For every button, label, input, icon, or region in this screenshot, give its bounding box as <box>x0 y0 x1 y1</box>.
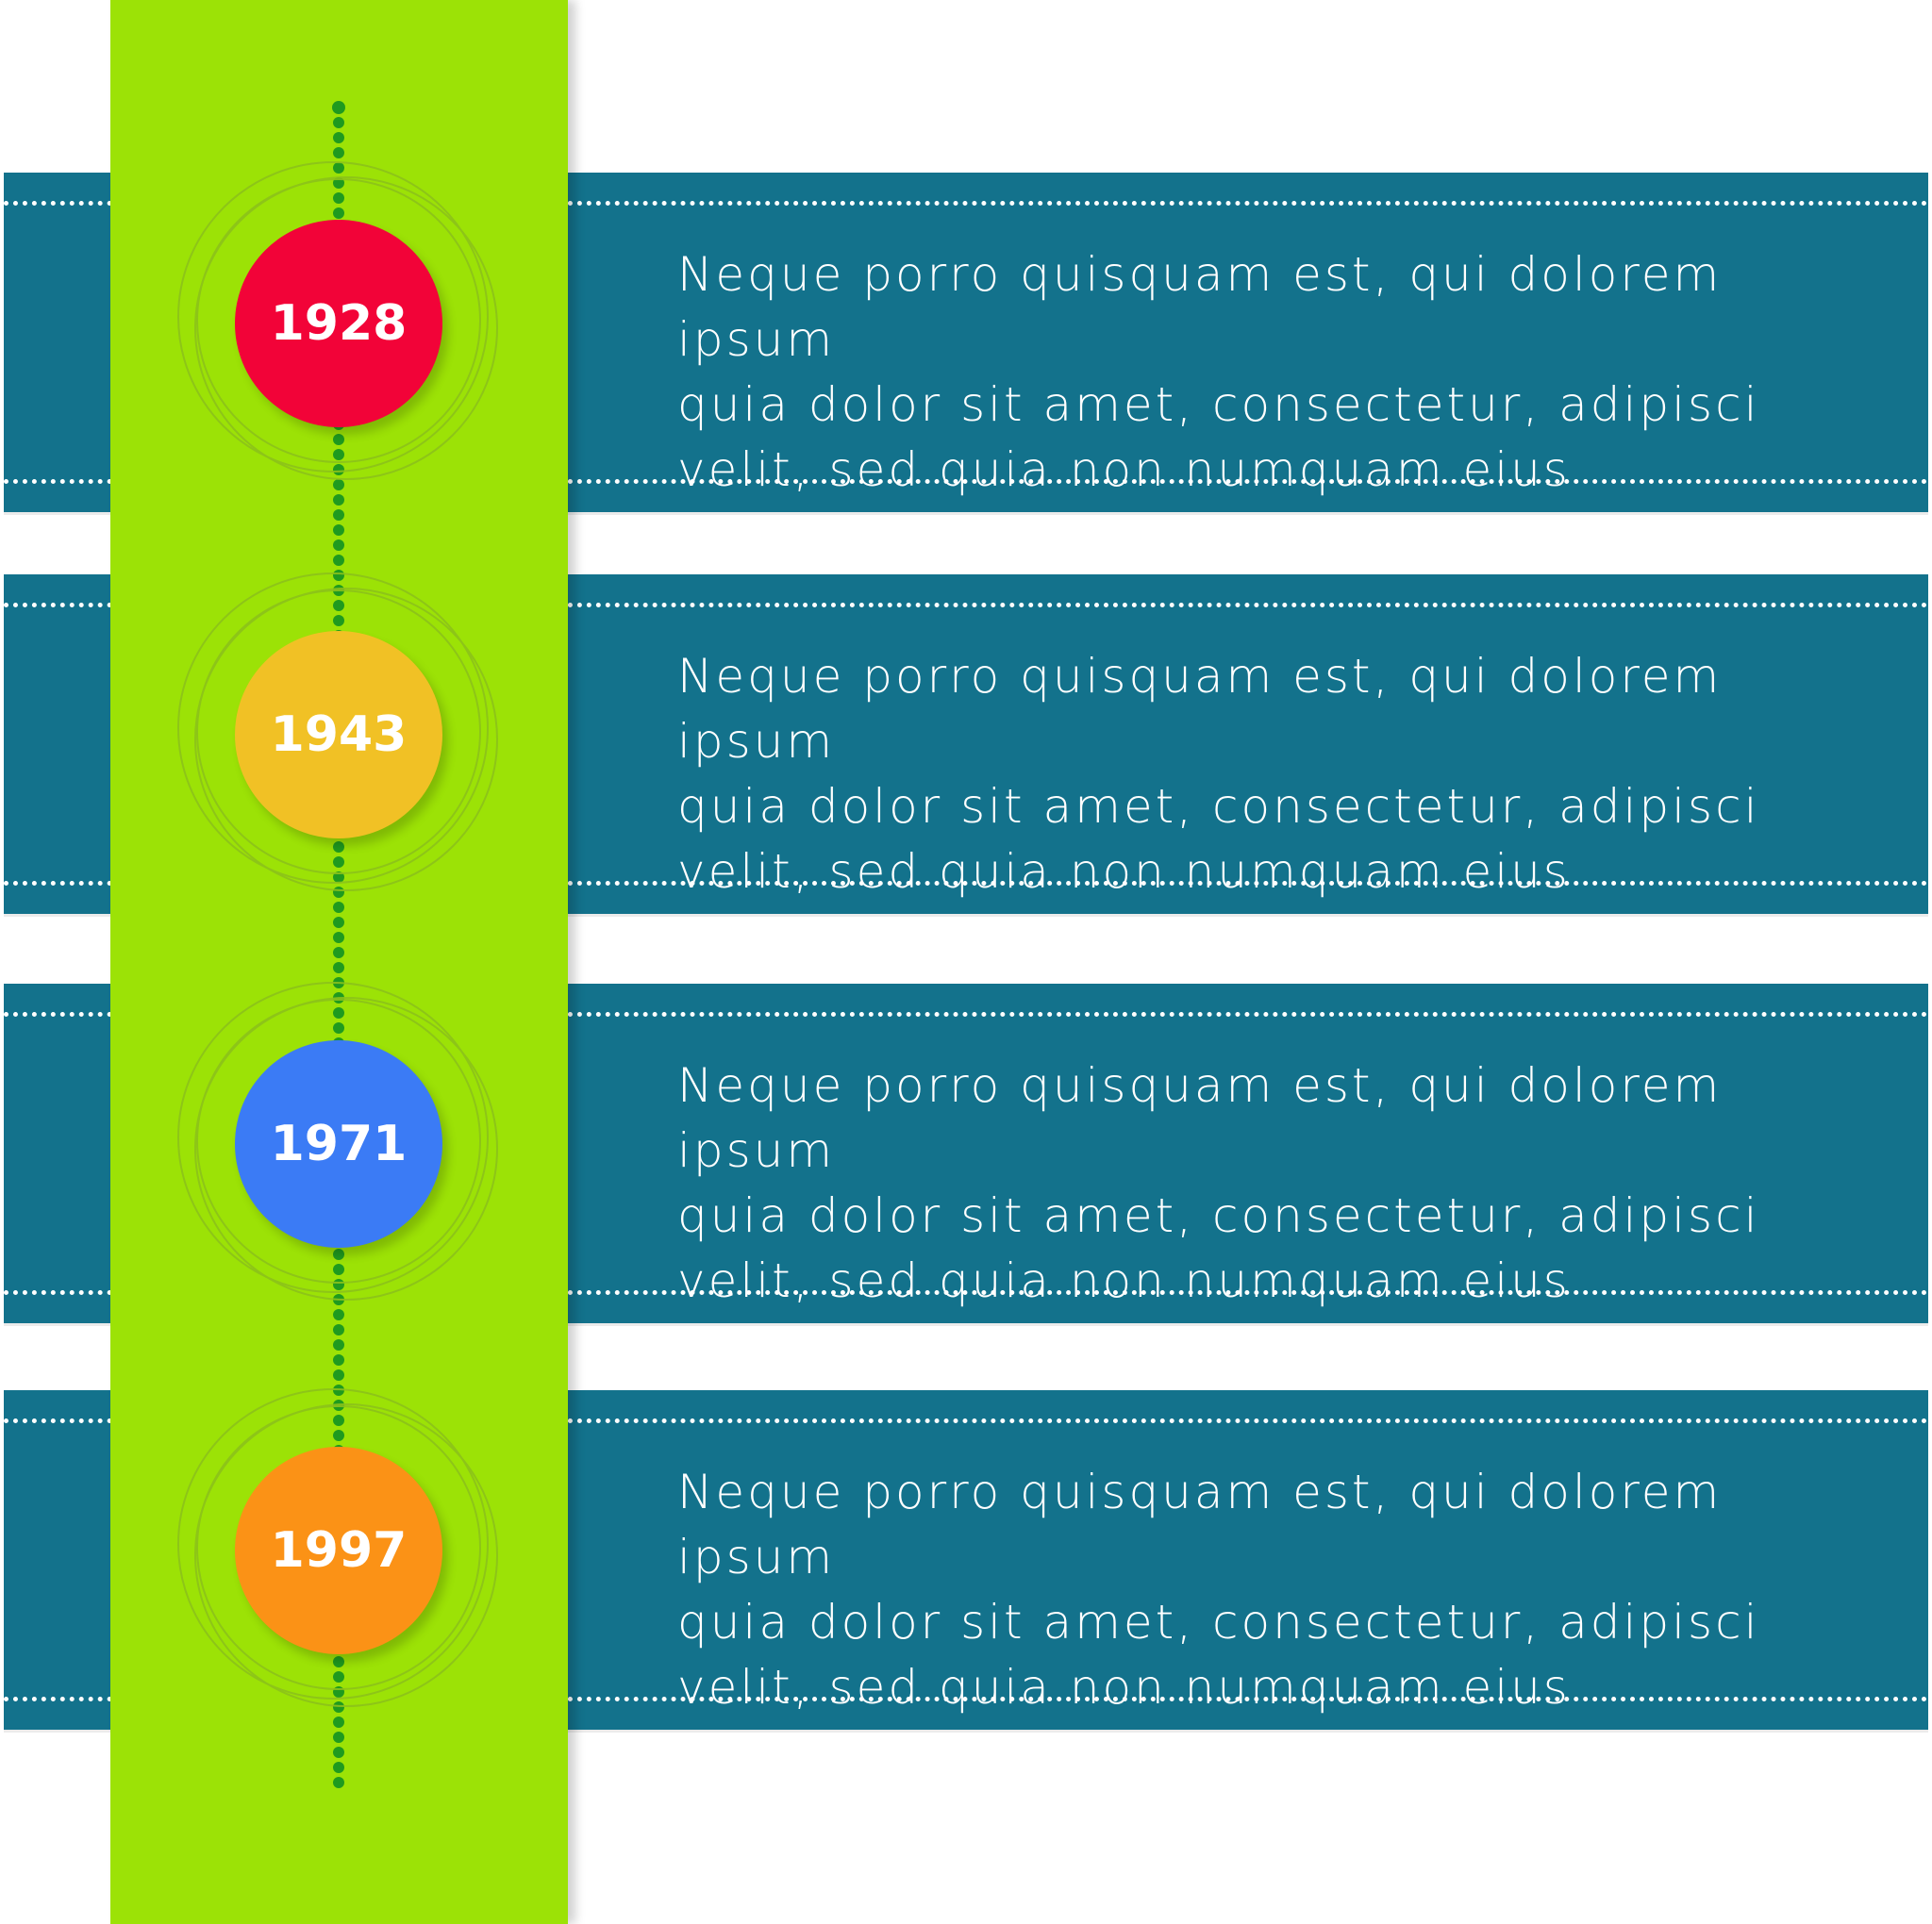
timeline-dot <box>333 147 344 158</box>
entry-text: Neque porro quisquam est, qui dolorem ip… <box>677 1058 1760 1308</box>
timeline-dot <box>333 1339 344 1351</box>
timeline-dot <box>333 841 344 853</box>
timeline-dot <box>333 1777 344 1788</box>
timeline-dot <box>333 1354 344 1366</box>
timeline-dot <box>333 192 344 204</box>
stitch-line-bottom <box>4 881 1928 886</box>
timeline-dot <box>333 932 344 943</box>
stitch-line-bottom <box>4 1290 1928 1295</box>
timeline-dot <box>333 615 344 626</box>
stitch-line-bottom <box>4 479 1928 484</box>
timeline-dot <box>333 1747 344 1758</box>
timeline-dot <box>333 132 344 143</box>
timeline-dot <box>333 600 344 611</box>
timeline-dot <box>333 449 344 460</box>
timeline-dot <box>332 101 345 114</box>
stitch-line-top <box>4 603 1928 607</box>
timeline-dot <box>333 1007 344 1019</box>
timeline-dot <box>333 1279 344 1290</box>
timeline-dot <box>333 1430 344 1441</box>
timeline-dot <box>333 509 344 521</box>
timeline-dot <box>333 1022 344 1034</box>
timeline-dot <box>333 117 344 128</box>
timeline-dot <box>333 1656 344 1667</box>
timeline-dot <box>333 494 344 506</box>
stitch-line-top <box>4 201 1928 206</box>
timeline-dot <box>333 1732 344 1743</box>
year-circle-1971: 1971 <box>235 1040 442 1248</box>
timeline-dot <box>333 1264 344 1275</box>
timeline-dot <box>333 887 344 898</box>
timeline-dot <box>333 917 344 928</box>
timeline-dot <box>333 962 344 973</box>
timeline-dot <box>333 1671 344 1683</box>
timeline-dot <box>333 1686 344 1698</box>
timeline-dot <box>333 207 344 219</box>
timeline-dot <box>333 524 344 536</box>
year-circle-1997: 1997 <box>235 1447 442 1654</box>
entry-text: Neque porro quisquam est, qui dolorem ip… <box>677 247 1760 497</box>
timeline-dot <box>333 1309 344 1320</box>
timeline-dot <box>333 570 344 581</box>
timeline-dot <box>333 1324 344 1335</box>
year-circle-1943: 1943 <box>235 631 442 838</box>
timeline-dot <box>333 1415 344 1426</box>
stitch-line-bottom <box>4 1697 1928 1701</box>
timeline-dot <box>333 947 344 958</box>
timeline-dot <box>333 1762 344 1773</box>
timeline-dot <box>333 1717 344 1728</box>
timeline-dot <box>333 1369 344 1381</box>
timeline-dot <box>333 1701 344 1713</box>
timeline-dot <box>333 871 344 883</box>
timeline-dot <box>333 555 344 566</box>
timeline-dot <box>333 856 344 868</box>
timeline-dot <box>333 539 344 551</box>
stitch-line-top <box>4 1418 1928 1423</box>
timeline-dot <box>333 434 344 445</box>
timeline-dot <box>333 464 344 475</box>
timeline-dot <box>333 162 344 174</box>
timeline-dot <box>333 902 344 913</box>
entry-text: Neque porro quisquam est, qui dolorem ip… <box>677 1465 1760 1715</box>
stitch-line-top <box>4 1012 1928 1017</box>
timeline-dot <box>333 479 344 490</box>
entry-text: Neque porro quisquam est, qui dolorem ip… <box>677 649 1760 899</box>
timeline-dot <box>333 1249 344 1260</box>
year-circle-1928: 1928 <box>235 220 442 427</box>
